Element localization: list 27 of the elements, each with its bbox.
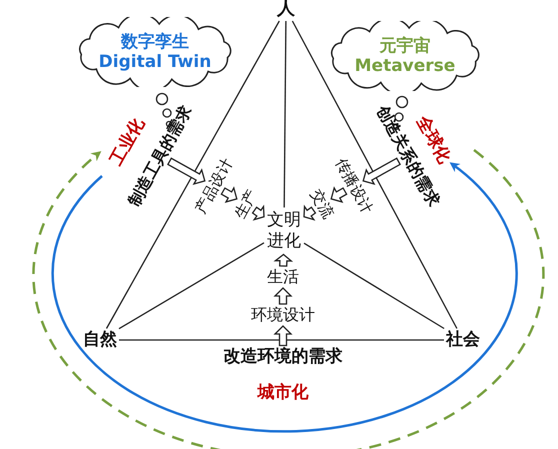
cloud-title: 元宇宙 [380, 36, 430, 56]
chain-label: 生活 [267, 268, 299, 286]
chain-label: 环境设计 [251, 306, 315, 324]
cloud-title: 数字孪生 [121, 32, 189, 52]
hollow-arrow [273, 325, 293, 346]
cloud-subtitle: Digital Twin [98, 52, 212, 72]
hollow-arrow [330, 186, 348, 203]
vertex-label: 社会 [446, 330, 480, 350]
need-label: 改造环境的需求 [224, 348, 342, 366]
center-label: 文明进化 [266, 210, 302, 252]
hollow-arrow [252, 204, 265, 221]
chain-label: 交流 [308, 186, 336, 222]
hollow-arrow [303, 204, 316, 221]
vertex-label: 自然 [83, 330, 117, 350]
process-label: 城市化 [258, 384, 308, 402]
hollow-arrow [167, 157, 206, 186]
line [292, 20, 458, 329]
hollow-arrow [362, 157, 401, 186]
hollow-arrow [220, 186, 238, 203]
hollow-arrow [273, 254, 294, 267]
line [119, 339, 444, 341]
line [118, 242, 264, 330]
cloud-subtitle: Metaverse [354, 56, 456, 76]
hollow-arrow [273, 287, 293, 305]
line [106, 20, 280, 329]
line [284, 21, 287, 208]
line [304, 242, 444, 330]
